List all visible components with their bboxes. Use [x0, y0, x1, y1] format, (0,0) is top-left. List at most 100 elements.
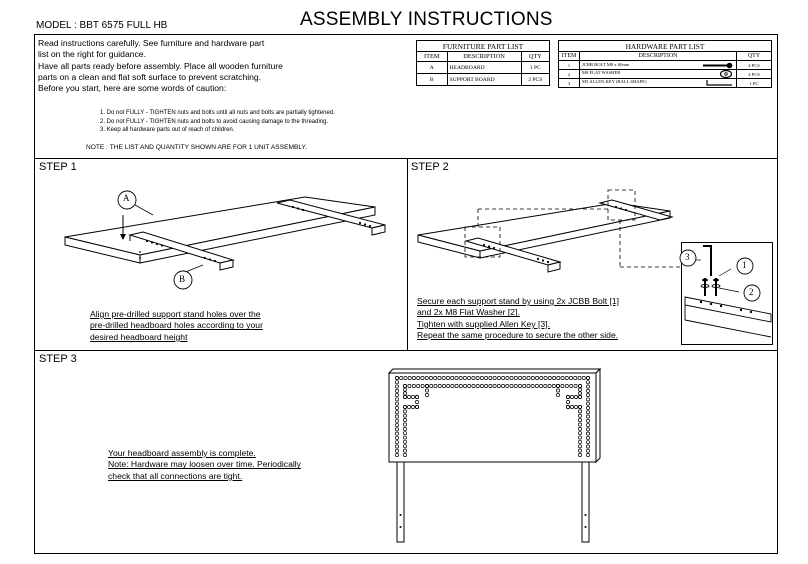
- nailhead: [578, 418, 582, 423]
- nailhead: [566, 405, 570, 409]
- nailhead: [429, 384, 434, 388]
- nailhead: [505, 376, 510, 380]
- nailhead: [441, 384, 446, 388]
- step2-caption: Secure each support stand by using 2x JC…: [417, 296, 619, 342]
- nailhead: [395, 444, 399, 449]
- caption-line: Repeat the same procedure to secure the …: [417, 330, 619, 341]
- caution-list: 1. Do not FULLY - TIGHTEN nuts and bolts…: [100, 109, 335, 135]
- step-column-divider: [407, 158, 408, 350]
- nailhead: [586, 405, 590, 410]
- caution-item: 2. Do not FULLY - TIGHTEN nuts and bolts…: [100, 118, 329, 125]
- callout-1-circle: [736, 257, 754, 275]
- finished-headboard-diagram: [387, 367, 602, 543]
- bolt-icon: [703, 62, 733, 68]
- nailhead: [424, 376, 429, 380]
- nailhead: [586, 427, 590, 432]
- description-cell: HEADBOARD: [446, 61, 522, 74]
- item-cell: 3: [558, 78, 580, 88]
- nailhead: [450, 384, 455, 388]
- nailhead: [543, 376, 548, 380]
- nailhead: [416, 376, 421, 380]
- nailhead: [403, 391, 407, 396]
- caption-line: Align pre-drilled support stand holes ov…: [90, 309, 261, 319]
- nailhead: [403, 422, 407, 427]
- intro-line: Read instructions carefully. See furnitu…: [38, 38, 265, 48]
- board-section: [684, 296, 772, 338]
- nailhead: [578, 439, 582, 444]
- callout-1-label: 1: [742, 260, 747, 270]
- nailhead: [395, 376, 399, 380]
- nailhead: [586, 423, 590, 428]
- support-leg-right: [581, 461, 590, 543]
- nailhead: [501, 384, 506, 388]
- nailhead: [425, 393, 429, 397]
- nailhead: [513, 376, 518, 380]
- headboard-panel: [64, 196, 376, 264]
- nailhead: [471, 384, 476, 388]
- nailhead: [395, 397, 399, 402]
- step1-caption: Align pre-drilled support stand holes ov…: [90, 309, 263, 343]
- nailhead: [586, 388, 590, 393]
- nailhead: [522, 384, 527, 388]
- description-cell: M5 ALLEN KEY (BALL SHAPE): [579, 78, 737, 88]
- instruction-frame: [34, 34, 778, 554]
- intro-line: parts on a clean and flat soft surface t…: [38, 71, 262, 82]
- intro-line: list on the right for guidance.: [38, 49, 146, 60]
- nailhead: [403, 439, 407, 444]
- nailhead: [492, 384, 497, 388]
- description-cell: SUPPORT BOARD: [446, 73, 522, 86]
- nailhead: [518, 376, 523, 380]
- nailhead: [578, 426, 582, 431]
- washer-icon: [719, 69, 733, 79]
- nailhead: [462, 376, 467, 380]
- nailhead: [479, 384, 484, 388]
- support-board: [464, 237, 562, 273]
- nailhead: [578, 391, 582, 396]
- step3-title: STEP 3: [39, 353, 77, 365]
- nailhead: [539, 384, 544, 388]
- nailhead: [564, 384, 569, 388]
- caution-item: 1. Do not FULLY - TIGHTEN nuts and bolts…: [100, 110, 335, 116]
- qty-cell: 4 PCS: [736, 60, 772, 70]
- table-row: A HEADBOARD 1 PC: [416, 61, 551, 74]
- table-row: 1 JCBB BOLT M8 x 60mm 4 PCS: [558, 60, 772, 70]
- nailhead: [484, 376, 489, 380]
- nailhead: [458, 384, 463, 388]
- nailhead: [570, 405, 574, 409]
- nailhead: [574, 395, 578, 399]
- nailhead: [395, 388, 399, 393]
- nailhead: [496, 384, 501, 388]
- nailhead: [566, 400, 570, 404]
- nailhead: [586, 431, 590, 436]
- nailhead: [407, 405, 411, 409]
- nailhead: [578, 422, 582, 427]
- nailhead: [586, 397, 590, 402]
- nailhead: [556, 393, 560, 397]
- intro-line: Before you start, here are some words of…: [38, 83, 227, 94]
- nailhead: [530, 384, 535, 388]
- hardware-part-list: HARDWARE PART LIST ITEM DESCRIPTION QTY …: [558, 40, 772, 88]
- nailhead: [556, 376, 561, 380]
- nailhead: [395, 431, 399, 436]
- nailhead: [458, 376, 463, 380]
- item-cell: 1: [558, 60, 580, 70]
- detail-callout-circles: [679, 249, 761, 302]
- nailhead: [395, 418, 399, 423]
- intro-line: Have all parts ready before assembly. Pl…: [38, 60, 283, 71]
- nailhead: [539, 376, 544, 380]
- steps-top-divider: [34, 158, 778, 159]
- furniture-part-list: FURNITURE PART LIST ITEM DESCRIPTION QTY…: [416, 40, 551, 86]
- nailhead: [463, 384, 467, 388]
- item-cell: B: [416, 73, 448, 86]
- nailhead: [407, 384, 412, 388]
- nailhead: [446, 384, 451, 388]
- description-text: M5 ALLEN KEY (BALL SHAPE): [582, 79, 647, 84]
- nailhead: [578, 395, 582, 399]
- nailhead: [441, 376, 446, 380]
- page-title: ASSEMBLY INSTRUCTIONS: [300, 9, 553, 30]
- nailhead: [403, 395, 407, 399]
- nailhead: [445, 376, 450, 380]
- nailhead: [411, 384, 416, 388]
- nailhead: [415, 395, 419, 399]
- nailhead: [586, 444, 590, 449]
